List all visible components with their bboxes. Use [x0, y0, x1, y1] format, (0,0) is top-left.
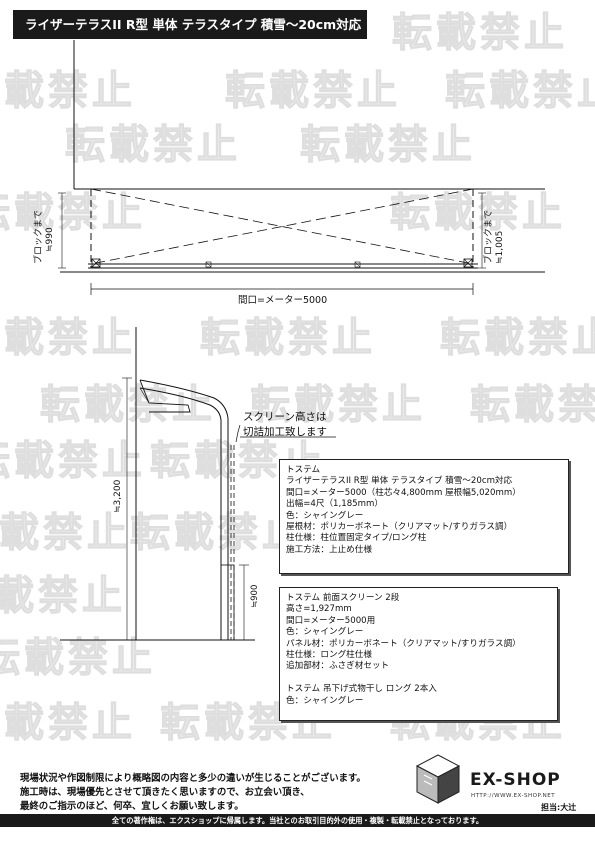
terrace-spec-box: トステム ライザーテラスII R型 単体 テラスタイプ 積雪～20cm対応 間口… — [279, 459, 569, 574]
elevation-labels: ≒3,200 スクリーン高さは 切詰加工致します ≒900 — [113, 410, 327, 608]
screen-height-note-line2: 切詰加工致します — [243, 425, 327, 438]
left-block-dimension: ≒990 — [45, 227, 55, 252]
elevation-view — [60, 327, 336, 641]
spec-line: 屋根材：ポリカーボネート（クリアマット/すりガラス調） — [286, 522, 513, 533]
spec-line: 柱仕様：柱位置固定タイプ/ロング柱 — [286, 533, 427, 544]
spec-line: 出幅=4尺（1,185mm） — [286, 499, 383, 510]
plan-labels: ブロックまで ≒990 ブロックまで ≒1,005 間口=メーター5000 — [32, 210, 505, 306]
ex-shop-logo-icon — [415, 754, 461, 804]
spec-line: 色：シャイングレー — [286, 627, 364, 638]
total-height-dimension: ≒3,200 — [113, 479, 123, 513]
spec-line: トステム — [286, 465, 321, 475]
spec-line: 間口=メーター5000（柱芯々4,800mm 屋根幅5,020mm） — [286, 487, 521, 498]
screen-panel-dimension: ≒900 — [250, 585, 260, 608]
spec-line — [286, 673, 551, 684]
note-line: 最終のご指示のほど、何卒、宜しくお願い致します。 — [20, 801, 244, 812]
left-block-note: ブロックまで — [32, 210, 44, 264]
spec-line: 色：シャイングレー — [286, 510, 364, 521]
spec-line: トステム 前面スクリーン 2段 — [286, 593, 400, 603]
spec-line: 高さ=1,927mm — [286, 604, 352, 615]
plan-view — [58, 40, 545, 295]
note-line: 施工時は、現場優先とさせて頂きたく思いますので、お立会い頂き、 — [20, 787, 310, 798]
page-title: ライザーテラスII R型 単体 テラスタイプ 積雪～20cm対応 — [13, 10, 367, 39]
spec-line: 色：シャイングレー — [286, 695, 364, 706]
screen-height-note-line1: スクリーン高さは — [243, 410, 326, 423]
spec-line: トステム 吊下げ式物干し ロング 2本入 — [286, 684, 437, 695]
spec-line: 柱仕様：ロング柱仕様 — [286, 650, 372, 661]
screen-spec-box: トステム 前面スクリーン 2段 高さ=1,927mm 間口=メーター5000用 … — [279, 587, 558, 721]
spec-line: パネル材：ポリカーボネート（クリアマット/すりガラス調） — [286, 638, 521, 649]
spec-line: 追加部材：ふさぎ材セット — [286, 661, 390, 672]
frontage-dimension-label: 間口=メーター5000 — [238, 295, 327, 306]
spec-line: 施工方法：上止め仕様 — [286, 544, 372, 555]
brand-url: HTTP://WWW.EX-SHOP.NET — [471, 793, 556, 799]
spec-line: ライザーテラスII R型 単体 テラスタイプ 積雪～20cm対応 — [286, 476, 513, 487]
spec-line: 間口=メーター5000用 — [286, 615, 376, 626]
right-block-note: ブロックまで — [482, 210, 494, 264]
copyright-footer: 全ての著作権は、エクスショップに帰属します。当社とのお取引目的外の使用・複製・転… — [0, 814, 595, 827]
right-block-dimension: ≒1,005 — [495, 231, 505, 264]
note-line: 現場状況や作図制限により概略図の内容と多少の違いが生じることがございます。 — [20, 773, 366, 784]
contact-person: 担当:大辻 — [541, 803, 577, 812]
disclaimer-note: 現場状況や作図制限により概略図の内容と多少の違いが生じることがございます。 施工… — [20, 772, 366, 814]
brand-name: EX-SHOP — [470, 770, 561, 790]
